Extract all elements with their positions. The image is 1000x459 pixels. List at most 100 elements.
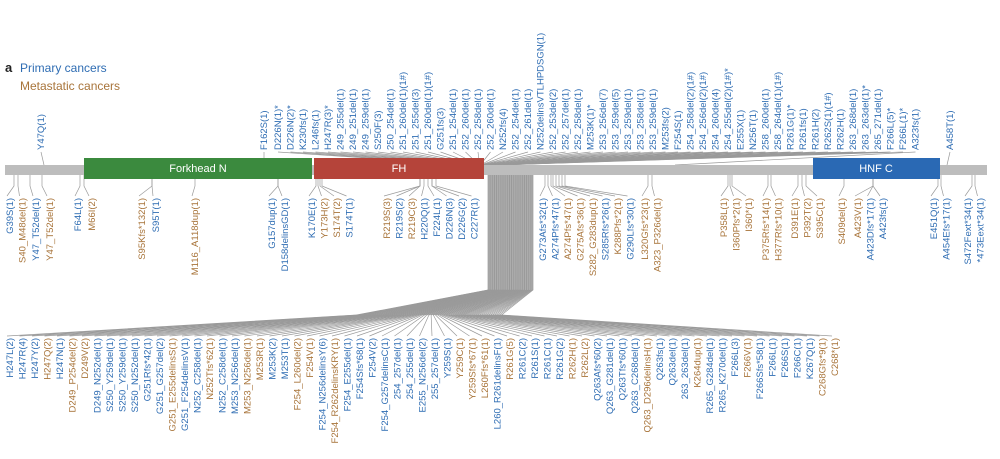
mutation-label: L246fs(1) (311, 110, 322, 150)
mutation-label: D249_P254del(2) (68, 338, 79, 412)
connector-line (443, 175, 516, 337)
connector-line (805, 175, 818, 197)
mutation-label: 251_260del(1)(1#) (423, 72, 434, 150)
connector-line (491, 175, 783, 337)
connector-line (445, 175, 520, 337)
mutation-label: R262L(2) (580, 338, 591, 378)
connector-line (483, 151, 554, 166)
mutation-label: D249_N252del(1) (93, 338, 104, 413)
mutation-label: A274Pfs*47(1) (563, 198, 574, 260)
mutation-label: L260_R261delinsF(1) (493, 338, 504, 429)
connector-line (561, 175, 616, 197)
mutation-label: 249_251del(1) (348, 89, 359, 150)
connector-line (449, 175, 545, 337)
mutation-label: 252_258del(1) (573, 89, 584, 150)
mutation-label: H247R(4) (18, 338, 29, 379)
mutation-label: 254_260del(4) (711, 89, 722, 150)
connector-line (441, 175, 515, 337)
mutation-label: D226G(2) (457, 198, 468, 240)
mutation-label: M253K(2) (268, 338, 279, 380)
mutation-label: 253_259del(5) (611, 89, 622, 150)
mutation-label: A458T(1) (945, 110, 956, 150)
connector-line (454, 175, 570, 337)
mutation-label: H247Y(2) (30, 338, 41, 379)
mutation-label: R219C(3) (407, 198, 418, 239)
mutation-label: Y47_T52del(1) (45, 198, 56, 261)
mutation-label: G273Afs*32(1) (538, 198, 549, 261)
mutation-label: G157dup(1) (267, 198, 278, 249)
mutation-label: R262H(1) (568, 338, 579, 379)
mutation-label: Q263_D296delinsH(1) (643, 338, 654, 433)
mutation-label: F64L(1) (73, 198, 84, 231)
mutation-label: 254_255del(2)(1#)* (723, 68, 734, 150)
mutation-label: I360*(1) (744, 198, 755, 232)
mutation-label: F224L(1) (432, 198, 443, 237)
mutation-label: S409del(1) (837, 198, 848, 244)
mutation-label: 252_257del(1) (561, 89, 572, 150)
mutation-label: Q263Tfs*60(1) (618, 338, 629, 400)
connector-line (456, 175, 583, 337)
mutation-label: F254V(2) (368, 338, 379, 378)
connector-line (460, 175, 608, 337)
mutation-label: *473Eext*34(1) (976, 198, 987, 262)
mutation-label: D226N(3) (445, 198, 456, 239)
mutation-label: Y173H(2) (320, 198, 331, 239)
mutation-label: L260Ffs*61(1) (480, 338, 491, 398)
mutation-label: A423V(1) (853, 198, 864, 238)
connector-line (17, 175, 20, 197)
mutation-label: C268Gfs*9(1) (818, 338, 829, 396)
connector-line (483, 151, 566, 166)
mutation-label: L320Gfs*23(1) (640, 198, 651, 260)
connector-line (331, 175, 507, 337)
connector-line (555, 175, 591, 197)
mutation-label: Y47Q(1) (36, 114, 47, 150)
mutation-label: 252_253del(2) (548, 89, 559, 150)
connector-line (558, 175, 603, 197)
mutation-label: A323_P326del(1) (653, 198, 664, 272)
connector-line (74, 175, 81, 197)
mutation-label: P392T(2) (803, 198, 814, 238)
mutation-label: R265_G284del(1) (705, 338, 716, 414)
mutation-label: 258_264del(1)(1#) (773, 72, 784, 150)
mutation-label: D226N(2)* (286, 105, 297, 150)
mutation-label: R261S(1) (530, 338, 541, 379)
connector-line (381, 175, 509, 337)
mutation-label: Y47_T52del(1) (31, 198, 42, 261)
mutation-label: R261fs(1) (798, 108, 809, 150)
mutation-label: M253T(1) (280, 338, 291, 379)
connector-line (770, 175, 776, 197)
mutation-label: Y259S(1) (443, 338, 454, 378)
mutation-label: F162S(1) (259, 110, 270, 150)
mutation-label: A423Dfs*17(1) (866, 198, 877, 260)
mutation-label: F254_E255del(1) (343, 338, 354, 411)
mutation-label: G251fs(3) (436, 108, 447, 150)
connector-line (729, 175, 734, 197)
mutation-label: 251_255del(3) (411, 89, 422, 150)
mutation-label: F266L(3) (730, 338, 741, 377)
connector-line (480, 175, 720, 337)
mutation-label: H247R(3)* (323, 105, 334, 150)
mutation-label: P358L(1) (719, 198, 730, 237)
connector-line (493, 175, 795, 337)
mutation-label: S395C(1) (815, 198, 826, 239)
mutation-label: M66I(2) (87, 198, 98, 231)
connector-line (550, 175, 566, 197)
connector-line (498, 175, 820, 337)
connector-line (465, 175, 633, 337)
mutation-label: F266L(1)* (898, 107, 909, 150)
mutation-label: E255X(1) (736, 110, 747, 150)
mutation-label: Q263del(1) (668, 338, 679, 386)
connector-line (40, 151, 45, 166)
mutation-label: 263_268del(1) (848, 89, 859, 150)
mutation-label: 250_254del(1) (386, 89, 397, 150)
mutation-label: Q263fs(1) (655, 338, 666, 380)
connector-line (256, 175, 502, 337)
legend-metastatic: Metastatic cancers (20, 79, 120, 93)
mutation-label: 253_258del(1) (636, 89, 647, 150)
connector-line (306, 175, 505, 337)
connector-line (434, 175, 513, 337)
mutation-label: R219S(2) (395, 198, 406, 239)
connector-line (419, 175, 511, 337)
connector-line (940, 175, 944, 197)
connector-line (499, 151, 904, 166)
